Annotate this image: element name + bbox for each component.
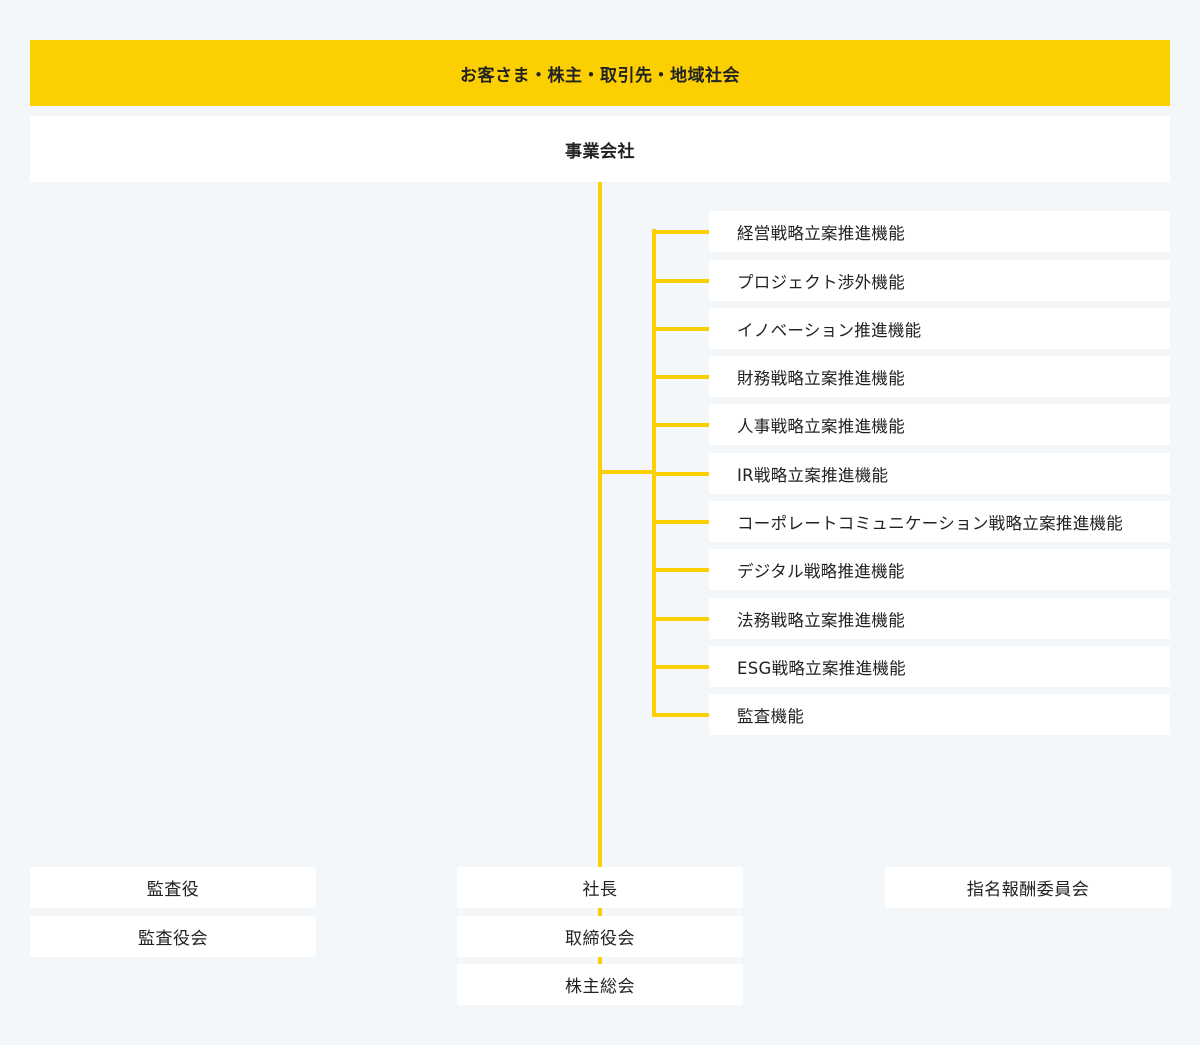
company-label: 事業会社	[565, 141, 635, 162]
function-box-strategy: 経営戦略立案推進機能	[709, 211, 1170, 252]
function-box-audit: 監査機能	[709, 694, 1170, 735]
function-label: 監査機能	[737, 706, 805, 726]
board-box: 取締役会	[457, 916, 743, 957]
function-label: 経営戦略立案推進機能	[737, 223, 905, 243]
function-box-innovation: イノベーション推進機能	[709, 308, 1170, 349]
board-label: 取締役会	[565, 929, 635, 949]
function-box-project: プロジェクト渉外機能	[709, 260, 1170, 301]
function-tick-connector	[652, 616, 709, 621]
governance-dash-connector-2	[598, 957, 602, 964]
function-tick-connector	[652, 471, 709, 476]
function-tick-connector	[652, 664, 709, 669]
stakeholders-label: お客さま・株主・取引先・地域社会	[460, 65, 740, 86]
function-label: IR戦略立案推進機能	[737, 465, 889, 485]
function-label: イノベーション推進機能	[737, 320, 922, 340]
auditor-box: 監査役	[30, 867, 316, 908]
function-box-digital: デジタル戦略推進機能	[709, 549, 1170, 590]
function-label: 財務戦略立案推進機能	[737, 368, 905, 388]
function-label: 法務戦略立案推進機能	[737, 610, 905, 630]
stakeholders-banner: お客さま・株主・取引先・地域社会	[30, 40, 1170, 106]
main-vertical-connector	[598, 182, 602, 867]
function-tick-connector	[652, 374, 709, 379]
branch-horizontal-connector	[598, 470, 656, 474]
function-box-finance: 財務戦略立案推進機能	[709, 356, 1170, 397]
function-label: プロジェクト渉外機能	[737, 272, 905, 292]
president-label: 社長	[582, 880, 618, 900]
function-box-esg: ESG戦略立案推進機能	[709, 646, 1170, 687]
function-tick-connector	[652, 519, 709, 524]
function-label: デジタル戦略推進機能	[737, 561, 905, 581]
audit-board-label: 監査役会	[138, 929, 208, 949]
function-box-ir: IR戦略立案推進機能	[709, 453, 1170, 494]
function-tick-connector	[652, 229, 709, 234]
function-label: 人事戦略立案推進機能	[737, 416, 905, 436]
shareholders-meeting-label: 株主総会	[565, 977, 635, 997]
function-tick-connector	[652, 567, 709, 572]
shareholders-meeting-box: 株主総会	[457, 964, 743, 1005]
function-box-hr: 人事戦略立案推進機能	[709, 404, 1170, 445]
function-tick-connector	[652, 326, 709, 331]
audit-board-box: 監査役会	[30, 916, 316, 957]
company-box: 事業会社	[30, 116, 1170, 182]
function-tick-connector	[652, 278, 709, 283]
governance-dash-connector-1	[598, 908, 602, 916]
function-box-legal: 法務戦略立案推進機能	[709, 598, 1170, 639]
auditor-label: 監査役	[146, 880, 200, 900]
function-label: ESG戦略立案推進機能	[737, 658, 906, 678]
function-box-corporate-communication: コーポレートコミュニケーション戦略立案推進機能	[709, 501, 1170, 542]
nomination-committee-box: 指名報酬委員会	[885, 867, 1171, 908]
president-box: 社長	[457, 867, 743, 908]
nomination-committee-label: 指名報酬委員会	[966, 880, 1090, 900]
function-label: コーポレートコミュニケーション戦略立案推進機能	[737, 513, 1124, 533]
function-tick-connector	[652, 712, 709, 717]
function-tick-connector	[652, 422, 709, 427]
